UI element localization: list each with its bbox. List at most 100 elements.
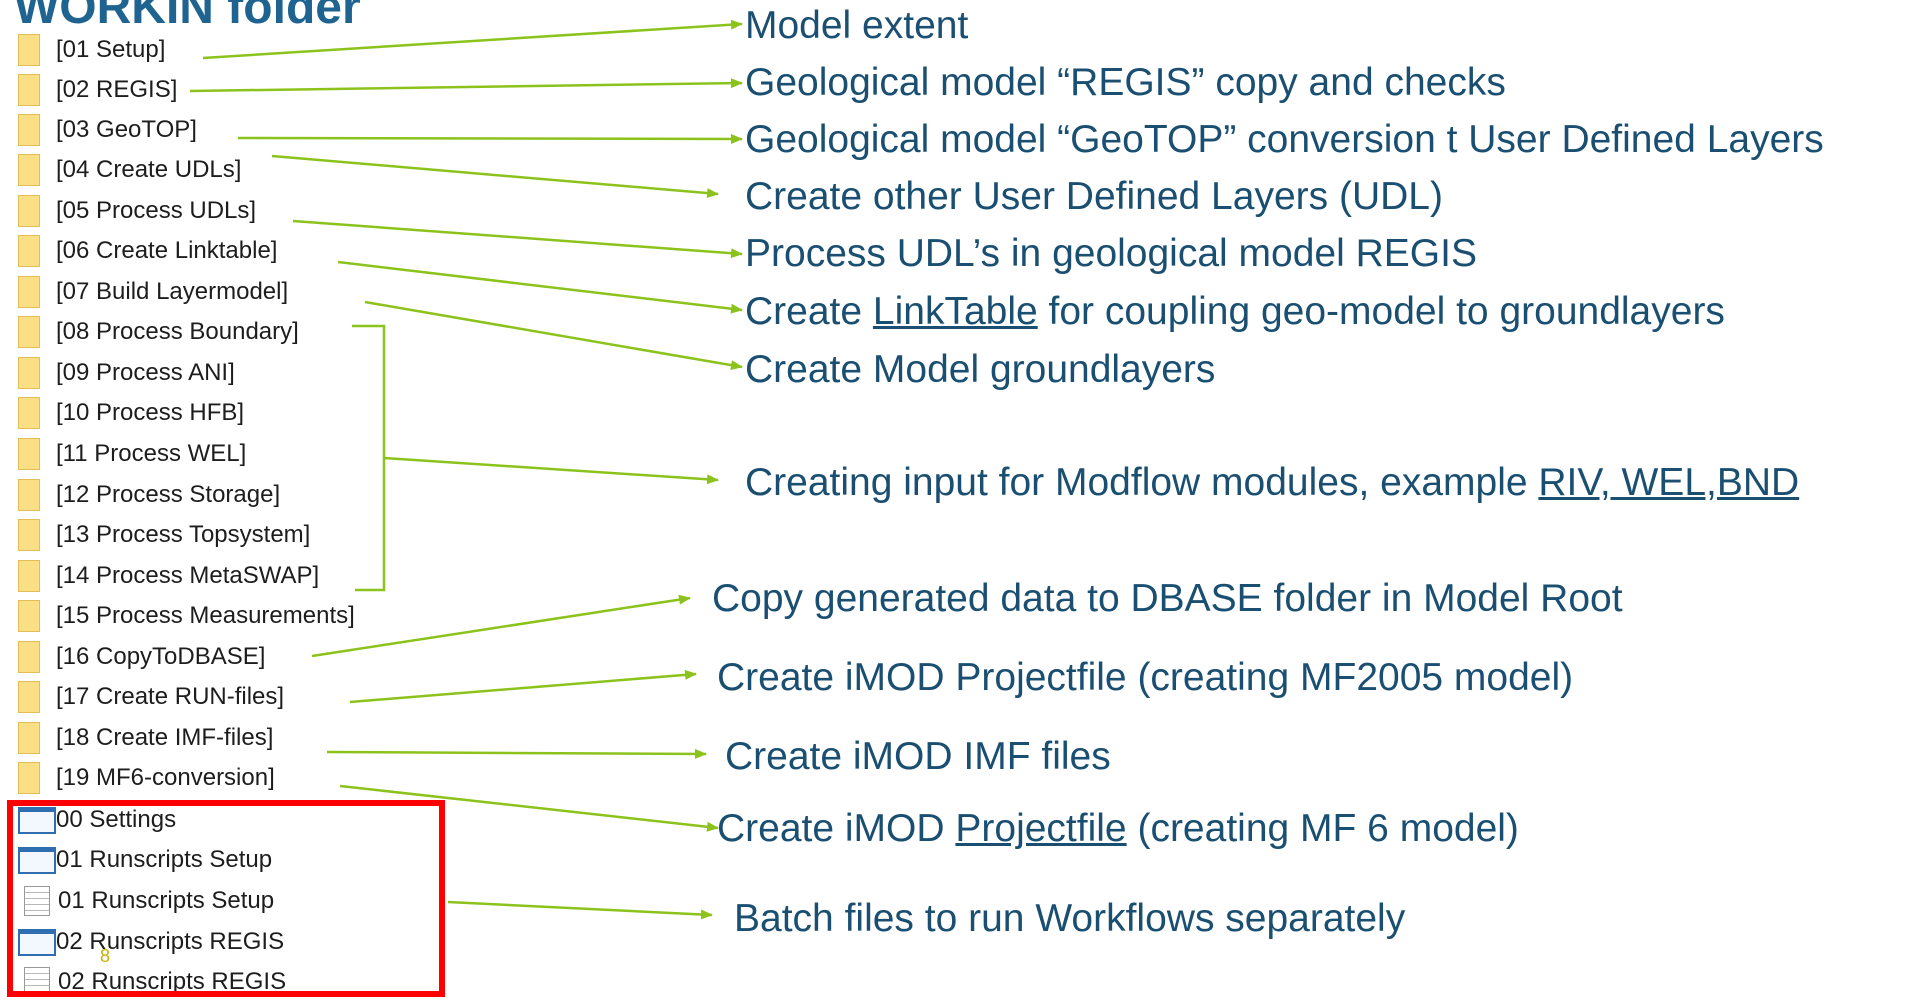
annotation-text: Create iMOD bbox=[717, 807, 956, 850]
marker-digit: 8 bbox=[100, 946, 111, 966]
file-label: 01 Runscripts Setup bbox=[58, 887, 275, 914]
annotation-modflow-input: Creating input for Modflow modules, exam… bbox=[745, 463, 1799, 502]
folder-icon bbox=[18, 235, 40, 267]
annotation-regis-copy: Geological model “REGIS” copy and checks bbox=[745, 61, 1506, 104]
annotation-text: Create bbox=[745, 290, 873, 333]
folder-icon bbox=[18, 600, 40, 632]
file-item-00-settings[interactable]: 00 Settings bbox=[18, 800, 176, 840]
folder-icon bbox=[18, 479, 40, 511]
folder-icon bbox=[18, 641, 40, 673]
folder-icon bbox=[18, 154, 40, 186]
folder-icon bbox=[18, 357, 40, 389]
folder-icon bbox=[18, 74, 40, 106]
folder-label: [02 REGIS] bbox=[56, 76, 178, 103]
folder-label: [16 CopyToDBASE] bbox=[56, 643, 266, 670]
annotation-process-udl: Process UDL’s in geological model REGIS bbox=[745, 232, 1477, 275]
folder-item-03-geotop[interactable]: [03 GeoTOP] bbox=[18, 110, 197, 150]
riv-wel-bnd-link[interactable]: RIV, WEL,BND bbox=[1538, 461, 1800, 504]
window-icon bbox=[18, 806, 56, 834]
file-item-01-runscripts-setup-window[interactable]: 01 Runscripts Setup bbox=[18, 840, 272, 880]
folder-label: [17 Create RUN-files] bbox=[56, 683, 285, 710]
annotation-mf6-projectfile: Create iMOD Projectfile (creating MF 6 m… bbox=[717, 809, 1519, 848]
annotation-model-extent: Model extent bbox=[745, 4, 969, 47]
projectfile-link[interactable]: Projectfile bbox=[955, 807, 1127, 850]
folder-label: [04 Create UDLs] bbox=[56, 156, 242, 183]
folder-icon bbox=[18, 195, 40, 227]
arrow-batch-files bbox=[447, 900, 713, 920]
folder-item-15-process-measurements[interactable]: [15 Process Measurements] bbox=[18, 596, 355, 636]
folder-icon bbox=[18, 560, 40, 592]
folder-icon bbox=[18, 438, 40, 470]
file-label: 02 Runscripts REGIS bbox=[58, 968, 287, 995]
annotation-text: (creating MF 6 model) bbox=[1126, 807, 1519, 850]
folder-item-06-create-linktable[interactable]: [06 Create Linktable] bbox=[18, 231, 277, 271]
folder-icon bbox=[18, 762, 40, 794]
folder-item-10-process-hfb[interactable]: [10 Process HFB] bbox=[18, 393, 244, 433]
folder-icon bbox=[18, 519, 40, 551]
folder-item-14-process-metaswap[interactable]: [14 Process MetaSWAP] bbox=[18, 556, 319, 596]
folder-item-02-regis[interactable]: [02 REGIS] bbox=[18, 70, 177, 110]
folder-label: [03 GeoTOP] bbox=[56, 116, 197, 143]
folder-icon bbox=[18, 681, 40, 713]
text-document-icon bbox=[24, 886, 50, 916]
folder-label: [15 Process Measurements] bbox=[56, 602, 355, 629]
folder-label: [08 Process Boundary] bbox=[56, 318, 299, 345]
annotation-copy-to-dbase: Copy generated data to DBASE folder in M… bbox=[712, 577, 1623, 620]
arrow-modflow-modules bbox=[383, 456, 719, 485]
folder-label: [06 Create Linktable] bbox=[56, 237, 278, 264]
folder-label: [14 Process MetaSWAP] bbox=[56, 562, 320, 589]
annotation-text: for coupling geo-model to groundlayers bbox=[1037, 290, 1725, 333]
arrow-18-imf-files bbox=[326, 748, 707, 759]
folder-item-01-setup[interactable]: [01 Setup] bbox=[18, 30, 165, 70]
annotation-create-udl: Create other User Defined Layers (UDL) bbox=[745, 175, 1443, 218]
file-label: 00 Settings bbox=[56, 806, 177, 833]
folder-item-19-mf6-conversion[interactable]: [19 MF6-conversion] bbox=[18, 758, 275, 798]
folder-item-12-process-storage[interactable]: [12 Process Storage] bbox=[18, 475, 280, 515]
arrow-03-geotop bbox=[237, 133, 743, 144]
bracket-08-14 bbox=[352, 324, 386, 592]
annotation-mf2005-projectfile: Create iMOD Projectfile (creating MF2005… bbox=[717, 656, 1574, 699]
folder-icon bbox=[18, 114, 40, 146]
folder-icon bbox=[18, 316, 40, 348]
folder-item-13-process-topsystem[interactable]: [13 Process Topsystem] bbox=[18, 515, 310, 555]
arrow-17-run-files bbox=[349, 669, 697, 704]
linktable-link[interactable]: LinkTable bbox=[872, 290, 1038, 333]
folder-item-07-build-layermodel[interactable]: [07 Build Layermodel] bbox=[18, 272, 288, 312]
annotation-imf-files: Create iMOD IMF files bbox=[725, 735, 1111, 778]
folder-icon bbox=[18, 397, 40, 429]
folder-item-08-process-boundary[interactable]: [08 Process Boundary] bbox=[18, 312, 299, 352]
folder-icon bbox=[18, 722, 40, 754]
file-item-02-runscripts-regis-window[interactable]: 02 Runscripts REGIS bbox=[18, 922, 284, 962]
folder-item-17-create-run-files[interactable]: [17 Create RUN-files] bbox=[18, 677, 284, 717]
folder-item-04-create-udls[interactable]: [04 Create UDLs] bbox=[18, 150, 241, 190]
folder-label: [01 Setup] bbox=[56, 36, 166, 63]
annotation-text: Creating input for Modflow modules, exam… bbox=[745, 461, 1539, 504]
file-item-01-runscripts-setup-text[interactable]: 01 Runscripts Setup bbox=[18, 881, 274, 921]
folder-label: [12 Process Storage] bbox=[56, 481, 281, 508]
window-icon bbox=[18, 846, 56, 874]
file-label: 02 Runscripts REGIS bbox=[56, 928, 285, 955]
folder-item-09-process-ani[interactable]: [09 Process ANI] bbox=[18, 353, 235, 393]
folder-item-05-process-udls[interactable]: [05 Process UDLs] bbox=[18, 191, 256, 231]
folder-label: [10 Process HFB] bbox=[56, 399, 245, 426]
annotation-create-linktable: Create LinkTable for coupling geo-model … bbox=[745, 292, 1725, 331]
folder-label: [13 Process Topsystem] bbox=[56, 521, 311, 548]
folder-item-16-copytodbase[interactable]: [16 CopyToDBASE] bbox=[18, 637, 265, 677]
batch-files-highlight-box bbox=[7, 800, 445, 997]
arrow-16-copytodbase bbox=[311, 594, 691, 658]
window-icon bbox=[18, 928, 56, 956]
annotation-model-groundlayers: Create Model groundlayers bbox=[745, 348, 1216, 391]
workin-folder-title: WORKIN folder bbox=[14, 0, 361, 34]
folder-label: [18 Create IMF-files] bbox=[56, 724, 274, 751]
folder-label: [09 Process ANI] bbox=[56, 359, 235, 386]
folder-item-18-create-imf-files[interactable]: [18 Create IMF-files] bbox=[18, 718, 273, 758]
arrow-07-layermodel bbox=[364, 300, 743, 371]
arrow-04-create-udls bbox=[271, 154, 719, 199]
file-item-02-runscripts-regis-text[interactable]: 02 Runscripts REGIS bbox=[18, 962, 286, 1002]
folder-label: [11 Process WEL] bbox=[56, 440, 247, 467]
arrow-01-setup bbox=[202, 19, 743, 60]
folder-label: [19 MF6-conversion] bbox=[56, 764, 275, 791]
folder-item-11-process-wel[interactable]: [11 Process WEL] bbox=[18, 434, 246, 474]
folder-icon bbox=[18, 276, 40, 308]
